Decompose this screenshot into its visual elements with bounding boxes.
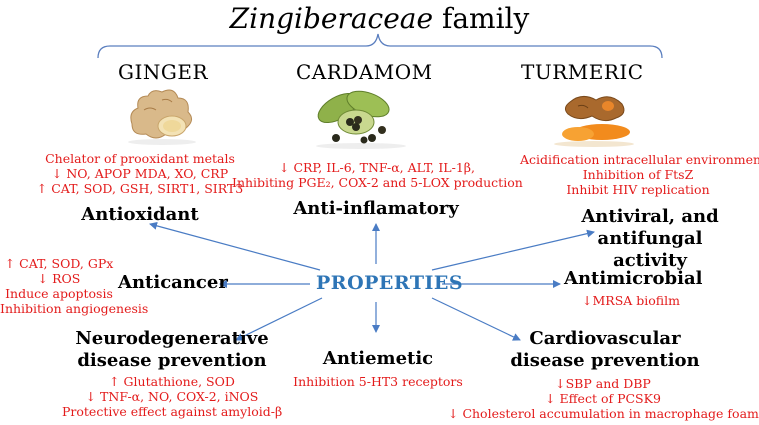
title-suffix: family bbox=[433, 2, 530, 35]
heading-antiviral: Antiviral, and antifungal activity bbox=[560, 206, 740, 272]
title-family-name: Zingiberaceae bbox=[229, 2, 434, 35]
anticancer-details: ↑ CAT, SOD, GPx ↓ ROS Induce apoptosis I… bbox=[0, 256, 149, 316]
detail-line: Chelator of prooxidant metals bbox=[45, 151, 235, 166]
heading-antiinflammatory: Anti-inflamatory bbox=[293, 198, 459, 219]
heading-cardio: Cardiovascular disease prevention bbox=[510, 328, 700, 372]
heading-neuro-line1: Neurodegenerative bbox=[75, 328, 269, 349]
arrow-antiviral bbox=[431, 229, 595, 271]
detail-line: Acidification intracellular environment bbox=[520, 152, 759, 167]
turmeric-image bbox=[554, 96, 634, 147]
diagram-title: Zingiberaceae family bbox=[0, 2, 759, 35]
cardamom-image bbox=[316, 90, 406, 149]
antiemetic-details: Inhibition 5-HT3 receptors bbox=[280, 374, 476, 389]
plant-label-turmeric: TURMERIC bbox=[521, 60, 644, 84]
heading-anticancer: Anticancer bbox=[118, 272, 228, 293]
detail-line: Induce apoptosis bbox=[5, 286, 113, 301]
detail-line: Inhibition of FtsZ bbox=[582, 167, 694, 182]
detail-line: ↑ CAT, SOD, GSH, SIRT1, SIRT3 bbox=[36, 181, 244, 196]
arrow-antioxidant bbox=[149, 221, 321, 271]
arrow-cardio bbox=[431, 297, 521, 341]
heading-antiemetic: Antiemetic bbox=[322, 348, 434, 369]
plant-label-cardamom: CARDAMOM bbox=[296, 60, 433, 84]
antimicrobial-details: ↓MRSA biofilm bbox=[564, 293, 698, 308]
neuro-details: ↑ Glutathione, SOD ↓ TNF-α, NO, COX-2, i… bbox=[62, 374, 282, 419]
detail-line: Inhibition 5-HT3 receptors bbox=[293, 374, 463, 389]
detail-line: ↑ Glutathione, SOD bbox=[109, 374, 235, 389]
arrow-neuro bbox=[235, 297, 323, 341]
detail-line: ↓ TNF-α, NO, COX-2, iNOS bbox=[85, 389, 259, 404]
detail-line: Inhibit HIV replication bbox=[566, 182, 710, 197]
antioxidant-details: Chelator of prooxidant metals ↓ NO, APOP… bbox=[20, 151, 260, 196]
heading-antiviral-line1: Antiviral, and bbox=[581, 206, 719, 227]
detail-line: ↓ Effect of PCSK9 bbox=[545, 391, 661, 406]
detail-line: ↓ NO, APOP MDA, XO, CRP bbox=[51, 166, 229, 181]
center-properties: PROPERTIES bbox=[316, 272, 464, 294]
antiinflammatory-details: ↓ CRP, IL-6, TNF-α, ALT, IL-1β, Inhibiti… bbox=[232, 160, 523, 190]
ginger-image bbox=[128, 89, 196, 145]
detail-line: ↓ Cholesterol accumulation in macrophage… bbox=[448, 406, 759, 421]
heading-neuro: Neurodegenerative disease prevention bbox=[62, 328, 282, 372]
heading-antioxidant: Antioxidant bbox=[81, 204, 199, 225]
detail-line: ↑ CAT, SOD, GPx bbox=[4, 256, 114, 271]
detail-line: Inhibition angiogenesis bbox=[0, 301, 149, 316]
cardio-details: ↓SBP and DBP ↓ Effect of PCSK9 ↓ Cholest… bbox=[448, 376, 759, 421]
heading-neuro-line2: disease prevention bbox=[77, 350, 267, 371]
heading-cardio-line1: Cardiovascular bbox=[529, 328, 681, 349]
antiviral-details: Acidification intracellular environment … bbox=[520, 152, 759, 197]
detail-line: ↓MRSA biofilm bbox=[582, 293, 680, 308]
detail-line: ↓ ROS bbox=[37, 271, 81, 286]
detail-line: Inhibiting PGE₂, COX-2 and 5-LOX product… bbox=[232, 175, 523, 190]
heading-cardio-line2: disease prevention bbox=[510, 350, 700, 371]
plant-label-ginger: GINGER bbox=[118, 60, 209, 84]
family-brace bbox=[97, 33, 663, 59]
heading-antiviral-line2: antifungal activity bbox=[597, 228, 703, 271]
detail-line: ↓ CRP, IL-6, TNF-α, ALT, IL-1β, bbox=[279, 160, 475, 175]
detail-line: Protective effect against amyloid-β bbox=[62, 404, 283, 419]
detail-line: ↓SBP and DBP bbox=[555, 376, 651, 391]
heading-antimicrobial: Antimicrobial bbox=[564, 268, 703, 289]
